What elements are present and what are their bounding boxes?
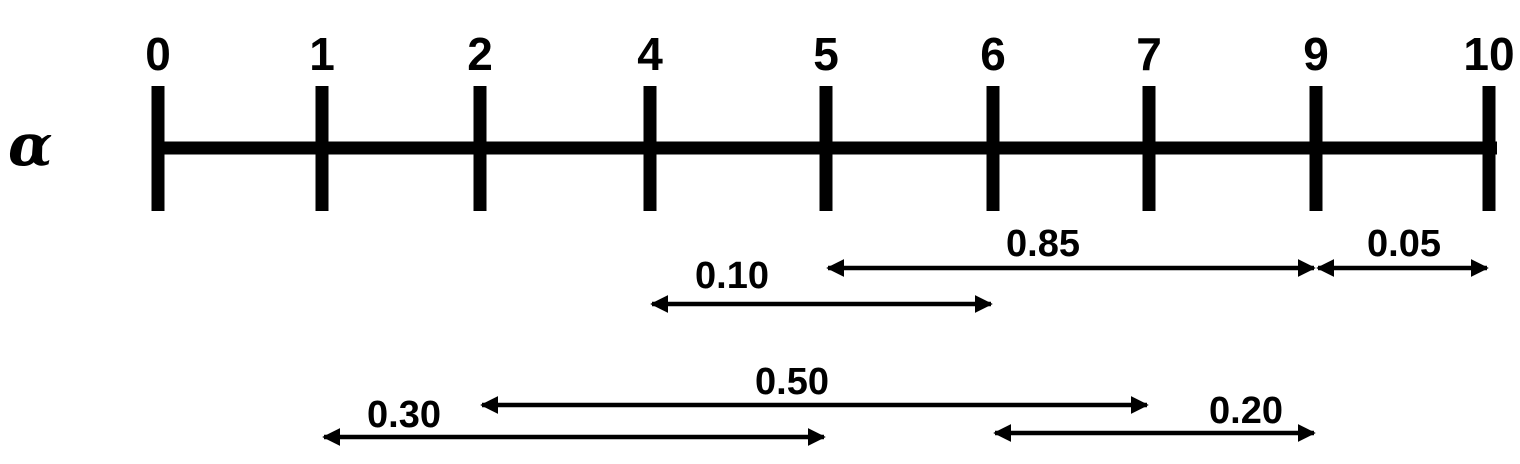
- tick-label: 2: [467, 28, 493, 80]
- range-label: 0.20: [1209, 390, 1283, 432]
- tick-label: 0: [145, 28, 171, 80]
- tick-label: 6: [980, 28, 1006, 80]
- range-arrows: 0.10 0.85 0.05 0.50 0.30 0.20: [322, 223, 1489, 446]
- tick-label: 5: [813, 28, 839, 80]
- tick-label: 1: [309, 28, 335, 80]
- range-label: 0.85: [1006, 223, 1080, 265]
- axis-ticks: 0 1 2 4 5 6 7 9 10: [145, 28, 1515, 211]
- axis-symbol: α: [8, 111, 53, 179]
- tick-label: 7: [1136, 28, 1162, 80]
- range-label: 0.10: [695, 255, 769, 297]
- tick-label: 10: [1463, 28, 1514, 80]
- tick-label: 4: [637, 28, 663, 80]
- tick-label: 9: [1303, 28, 1329, 80]
- range-label: 0.50: [755, 361, 829, 403]
- range-label: 0.05: [1367, 223, 1441, 265]
- range-label: 0.30: [367, 394, 441, 436]
